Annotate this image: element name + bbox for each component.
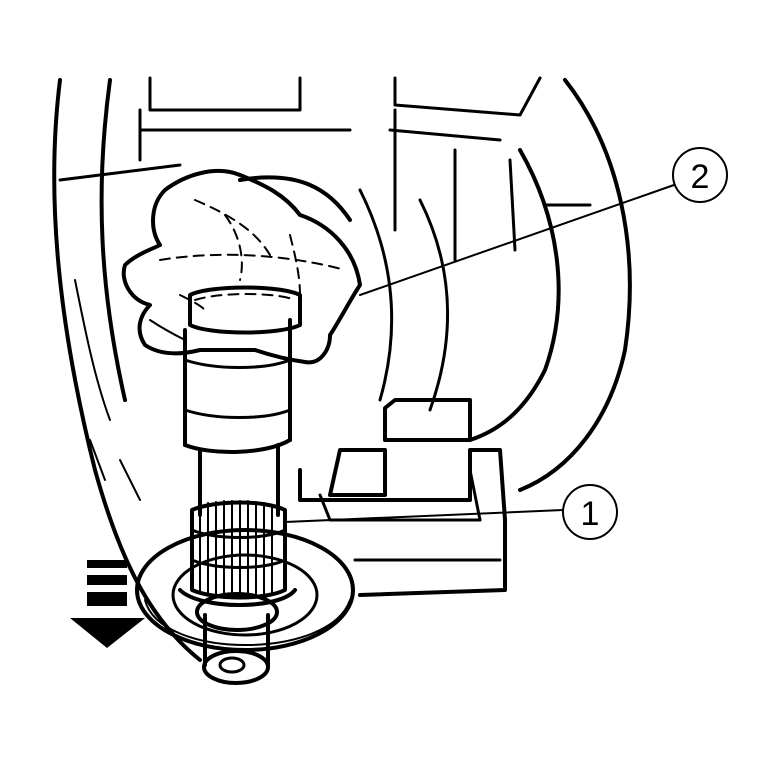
callout-2-label: 2	[691, 158, 710, 196]
splined-section	[190, 500, 287, 600]
pinion-shaft	[183, 285, 302, 517]
callout-1-label: 1	[581, 495, 600, 533]
shaft-flange	[135, 528, 355, 652]
ring-gear	[121, 168, 362, 365]
transmission-housing	[52, 76, 632, 662]
callout-1: 1	[562, 484, 618, 540]
shaft-end	[178, 588, 297, 685]
leader-lines	[284, 184, 675, 523]
down-arrow-icon	[70, 560, 145, 648]
housing-bracket	[298, 398, 507, 597]
callout-2: 2	[672, 147, 728, 203]
